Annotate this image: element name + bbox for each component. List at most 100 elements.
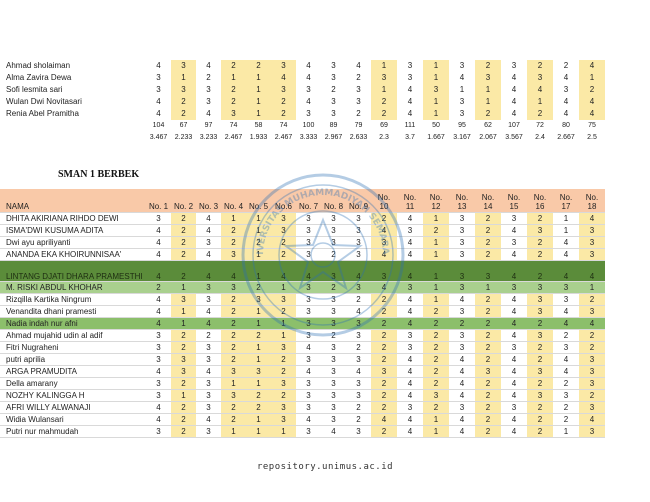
score-cell: 3 xyxy=(306,109,311,118)
score-cell: 3 xyxy=(346,281,371,294)
sum-row-cell: 80 xyxy=(562,122,570,129)
score-cell: 1 xyxy=(171,281,196,294)
student-name: Dwi ayu apriliyanti xyxy=(0,236,146,249)
student-name: Della amarany xyxy=(0,377,146,390)
score-cell: 2 xyxy=(371,401,397,414)
score-cell: 3 xyxy=(501,236,527,249)
score-cell: 2 xyxy=(475,248,501,261)
score-cell: 4 xyxy=(553,365,579,378)
score-cell: 4 xyxy=(511,109,517,118)
score-cell: 2 xyxy=(371,305,397,318)
score-cell: 2 xyxy=(475,389,501,402)
score-cell: 4 xyxy=(407,109,413,118)
score-cell: 3 xyxy=(271,84,296,96)
score-cell: 4 xyxy=(501,248,527,261)
score-cell: 3 xyxy=(449,248,475,261)
score-cell: 3 xyxy=(156,85,161,94)
score-cell: 4 xyxy=(196,224,221,237)
mean-row-cell: 1.667 xyxy=(427,134,445,141)
score-cell: 4 xyxy=(553,236,579,249)
score-cell: 3 xyxy=(449,341,475,354)
score-cell: 2 xyxy=(271,353,296,366)
sum-row-cell: 58 xyxy=(254,122,263,129)
score-cell: 3 xyxy=(356,85,361,94)
score-cell: 4 xyxy=(146,413,171,426)
score-cell: 3 xyxy=(221,108,246,120)
score-cell: 2 xyxy=(527,212,553,225)
score-cell: 4 xyxy=(271,260,296,282)
student-name: Fitri Nugraheni xyxy=(0,341,146,354)
score-cell: 3 xyxy=(331,109,336,118)
score-cell: 2 xyxy=(423,329,449,342)
score-cell: 2 xyxy=(221,353,246,366)
score-cell: 3 xyxy=(579,305,605,318)
score-cell: 3 xyxy=(346,329,371,342)
score-cell: 4 xyxy=(397,413,423,426)
repository-footer: repository.unimus.ac.id xyxy=(256,462,394,472)
score-cell: 3 xyxy=(306,85,311,94)
score-cell: 2 xyxy=(475,329,501,342)
score-cell: 4 xyxy=(579,260,605,282)
score-cell: 4 xyxy=(501,353,527,366)
score-cell: 2 xyxy=(171,248,196,261)
score-cell: 3 xyxy=(553,293,579,306)
score-cell: 4 xyxy=(306,73,311,82)
mean-row-cell: 2.467 xyxy=(224,134,243,141)
score-cell: 3 xyxy=(171,293,196,306)
score-cell: 2 xyxy=(423,341,449,354)
score-cell: 2 xyxy=(475,60,501,72)
score-cell: 1 xyxy=(246,224,271,237)
score-cell: 3 xyxy=(146,425,171,438)
score-cell: 4 xyxy=(563,109,569,118)
score-cell: 3 xyxy=(579,425,605,438)
column-header: No. 9 xyxy=(346,189,371,213)
score-cell: 3 xyxy=(579,224,605,237)
score-cell: 4 xyxy=(397,353,423,366)
score-cell: 2 xyxy=(271,248,296,261)
score-cell: 3 xyxy=(346,248,371,261)
column-header: No.16 xyxy=(527,189,553,213)
score-cell: 3 xyxy=(527,72,553,84)
score-cell: 3 xyxy=(321,236,346,249)
score-cell: 1 xyxy=(246,108,271,120)
score-cell: 2 xyxy=(346,341,371,354)
score-cell: 3 xyxy=(296,224,321,237)
column-header: No. 7 xyxy=(296,189,321,213)
student-name: Nadia indah nur afni xyxy=(0,317,146,330)
score-cell: 2 xyxy=(271,108,296,120)
score-cell: 1 xyxy=(423,60,449,72)
score-cell: 3 xyxy=(346,317,371,330)
score-cell: 2 xyxy=(171,425,196,438)
score-cell: 2 xyxy=(527,425,553,438)
score-cell: 3 xyxy=(553,389,579,402)
score-cell: 2 xyxy=(371,293,397,306)
sum-row-cell: 100 xyxy=(302,122,315,129)
score-cell: 3 xyxy=(397,329,423,342)
score-cell: 2 xyxy=(475,317,501,330)
score-cell: 2 xyxy=(579,389,605,402)
score-cell: 2 xyxy=(527,413,553,426)
score-cell: 4 xyxy=(563,73,569,82)
column-header: No.10 xyxy=(371,189,397,213)
score-cell: 3 xyxy=(321,305,346,318)
score-cell: 4 xyxy=(296,260,321,282)
score-cell: 4 xyxy=(459,73,465,82)
column-header: No. 4 xyxy=(221,189,246,213)
score-cell: 4 xyxy=(371,281,397,294)
score-cell: 3 xyxy=(321,293,346,306)
score-cell: 2 xyxy=(527,341,553,354)
score-cell: 3 xyxy=(171,60,196,72)
score-cell: 3 xyxy=(563,85,569,94)
score-cell: 3 xyxy=(146,341,171,354)
score-cell: 2 xyxy=(171,341,196,354)
score-cell: 3 xyxy=(459,97,465,106)
score-cell: 3 xyxy=(196,281,221,294)
